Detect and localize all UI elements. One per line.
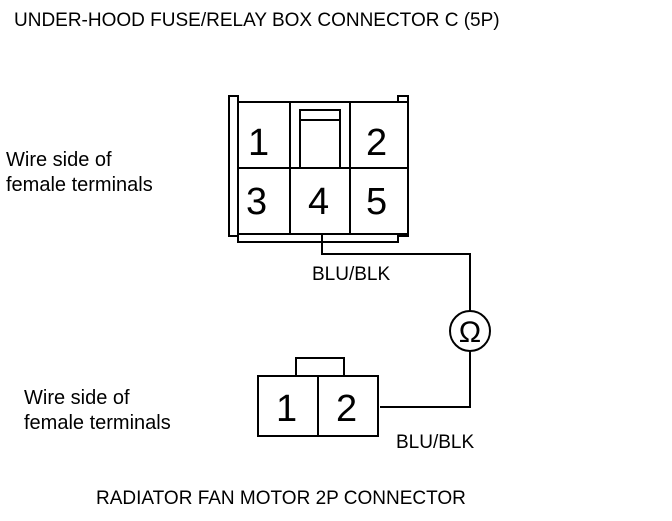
pin-2p-1: 1 (276, 388, 297, 430)
locking-tab (299, 109, 341, 169)
wire-lower (380, 351, 471, 408)
connector-5p-label-line1: Wire side of (6, 149, 112, 171)
wire-upper (321, 234, 471, 312)
cavity-5 (349, 167, 409, 235)
ohmmeter-icon: Ω (449, 310, 491, 352)
top-title: UNDER-HOOD FUSE/RELAY BOX CONNECTOR C (5… (14, 10, 500, 31)
wire-label-upper: BLU/BLK (312, 264, 390, 285)
connector-5p (228, 95, 409, 243)
connector-2p (257, 357, 379, 437)
pin-5p-3: 3 (246, 181, 267, 223)
bottom-title: RADIATOR FAN MOTOR 2P CONNECTOR (96, 488, 466, 509)
wire-label-lower: BLU/BLK (396, 432, 474, 453)
connector-5p-label-line2: female terminals (6, 174, 153, 196)
pin-5p-5: 5 (366, 181, 387, 223)
pin-5p-4: 4 (308, 181, 329, 223)
connector-2p-label-line2: female terminals (24, 412, 171, 434)
connector-2p-label-line1: Wire side of (24, 387, 130, 409)
connector-2p-latch (295, 357, 345, 377)
pin-5p-2: 2 (366, 122, 387, 164)
ohmmeter-symbol: Ω (459, 316, 481, 349)
pin-5p-1: 1 (248, 122, 269, 164)
pin-2p-2: 2 (336, 388, 357, 430)
